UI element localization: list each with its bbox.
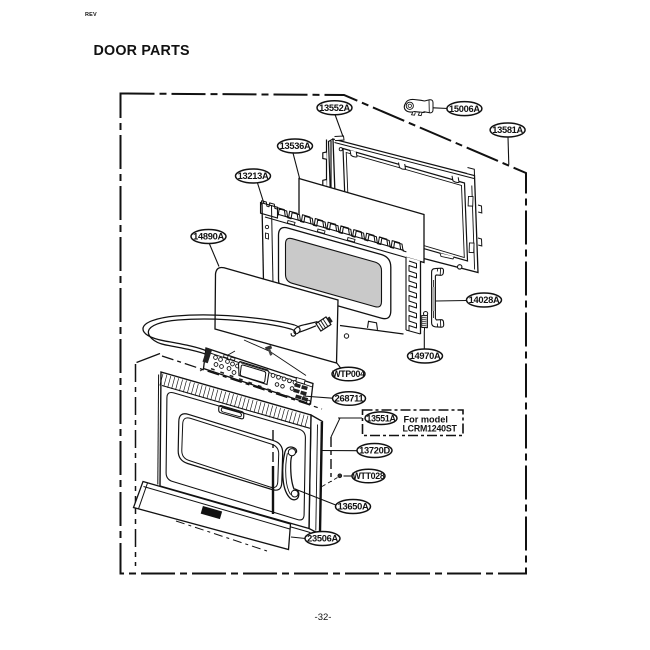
svg-text:15006A: 15006A <box>449 104 480 114</box>
svg-text:WTP004: WTP004 <box>332 369 365 379</box>
svg-text:LCRM1240ST: LCRM1240ST <box>403 424 458 434</box>
svg-text:268711: 268711 <box>335 394 364 404</box>
svg-text:For model: For model <box>404 415 448 425</box>
svg-text:-32-: -32- <box>315 612 332 623</box>
svg-text:13213A: 13213A <box>238 171 269 181</box>
svg-text:DOOR PARTS: DOOR PARTS <box>94 43 190 59</box>
svg-text:13551A: 13551A <box>366 413 396 423</box>
svg-text:REV: REV <box>85 12 97 18</box>
svg-text:14028A: 14028A <box>469 295 500 305</box>
svg-text:23506A: 23506A <box>307 534 338 544</box>
svg-text:14970A: 14970A <box>410 351 441 361</box>
svg-text:WTT028: WTT028 <box>353 471 385 481</box>
svg-text:13650A: 13650A <box>338 502 369 512</box>
svg-text:13581A: 13581A <box>492 125 523 135</box>
svg-text:14890A: 14890A <box>193 232 224 242</box>
svg-text:13552A: 13552A <box>319 103 350 113</box>
svg-text:13536A: 13536A <box>280 141 311 151</box>
svg-text:13720D: 13720D <box>359 446 390 456</box>
